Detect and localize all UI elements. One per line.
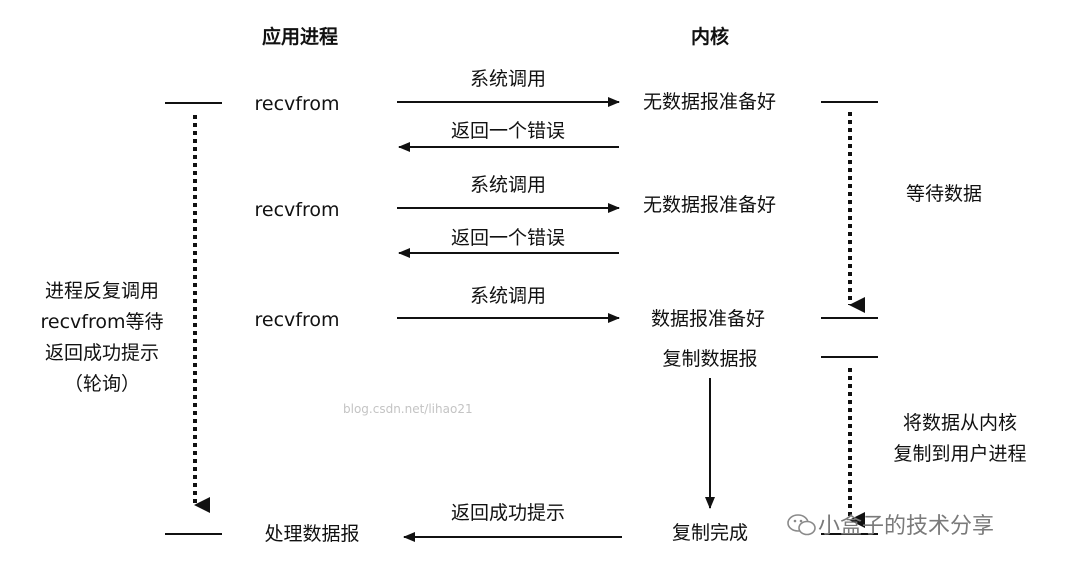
watermark-text: blog.csdn.net/lihao21 bbox=[343, 402, 473, 416]
kernel-state-2: 无数据报准备好 bbox=[643, 194, 777, 216]
recvfrom-call-1: recvfrom bbox=[254, 93, 340, 115]
left-note-line-2: recvfrom等待 bbox=[40, 311, 164, 333]
header-app-process: 应用进程 bbox=[261, 26, 339, 48]
left-polling-note: 进程反复调用 recvfrom等待 返回成功提示 （轮询） bbox=[41, 276, 164, 400]
syscall-label-1: 系统调用 bbox=[469, 68, 547, 90]
header-kernel: 内核 bbox=[690, 26, 730, 48]
recvfrom-call-3: recvfrom bbox=[254, 309, 340, 331]
kernel-state-1: 无数据报准备好 bbox=[643, 91, 777, 113]
error-label-2: 返回一个错误 bbox=[450, 227, 566, 249]
left-note-line-3: 返回成功提示 bbox=[44, 342, 159, 364]
copy-note: 将数据从内核 复制到用户进程 bbox=[893, 408, 1026, 470]
copy-datagram-label: 复制数据报 bbox=[662, 348, 758, 370]
wait-data-note: 等待数据 bbox=[905, 183, 983, 205]
kernel-state-ready: 数据报准备好 bbox=[651, 308, 766, 330]
recvfrom-call-2: recvfrom bbox=[254, 199, 340, 221]
copy-note-line-1: 将数据从内核 bbox=[902, 412, 1018, 434]
copy-note-line-2: 复制到用户进程 bbox=[893, 443, 1027, 465]
brand-label: 小盒子的技术分享 bbox=[818, 514, 995, 539]
copy-complete-label: 复制完成 bbox=[671, 522, 749, 544]
error-label-1: 返回一个错误 bbox=[450, 120, 566, 142]
chat-bubble-icon bbox=[787, 512, 817, 538]
success-return-label: 返回成功提示 bbox=[450, 502, 566, 524]
syscall-label-2: 系统调用 bbox=[469, 174, 547, 196]
left-note-line-4: （轮询） bbox=[63, 373, 140, 395]
syscall-label-3: 系统调用 bbox=[469, 285, 547, 307]
left-note-line-1: 进程反复调用 bbox=[44, 280, 159, 302]
process-datagram-label: 处理数据报 bbox=[264, 523, 360, 545]
